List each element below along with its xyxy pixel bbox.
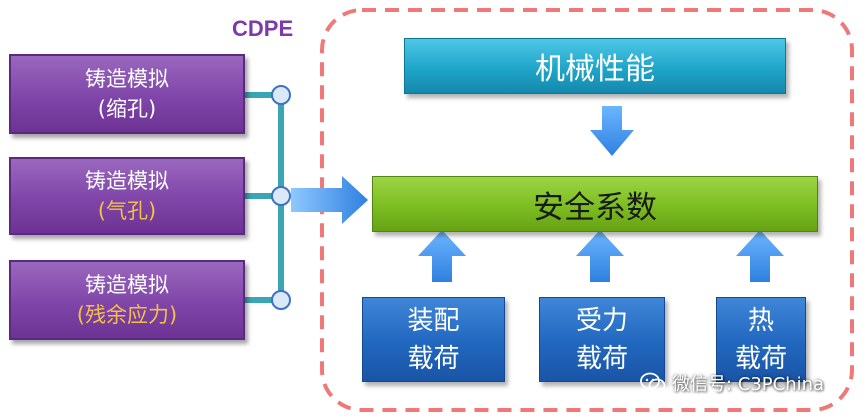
box-subtitle: (残余应力) (76, 303, 178, 327)
load-line1: 受力 (575, 305, 628, 336)
load-line1: 装配 (407, 305, 460, 336)
arrow-mechanical-to-safety (590, 106, 634, 156)
casting-sim-residual-stress-box: 铸造模拟 (残余应力) (9, 260, 245, 340)
wechat-icon (640, 372, 666, 393)
connector-node-1 (271, 85, 291, 105)
box-subtitle: (缩孔) (97, 97, 157, 121)
arrow-thermal-load-up (736, 230, 784, 282)
box-title: 铸造模拟 (85, 67, 169, 91)
box-subtitle: (气孔) (97, 199, 157, 223)
load-line2: 载荷 (734, 343, 787, 374)
arrow-assembly-load-up (418, 230, 466, 282)
arrow-to-safety-factor (291, 176, 368, 224)
connector-node-2 (271, 186, 291, 206)
assembly-load-box: 装配 载荷 (362, 297, 505, 382)
safety-factor-box: 安全系数 (372, 176, 818, 232)
mechanical-properties-box: 机械性能 (404, 38, 786, 94)
cdpe-label: CDPE (232, 16, 294, 41)
load-line2: 载荷 (407, 343, 460, 374)
arrow-force-load-up (576, 230, 624, 282)
thermal-load-box: 热 载荷 (716, 297, 806, 382)
safety-factor-label: 安全系数 (533, 189, 657, 226)
watermark-text: 微信号: C3PChina (672, 374, 825, 395)
force-load-box: 受力 载荷 (539, 297, 665, 382)
wechat-watermark: 微信号: C3PChina (640, 370, 824, 396)
connector-node-3 (271, 290, 291, 310)
load-line1: 热 (747, 305, 774, 336)
casting-sim-porosity-box: 铸造模拟 (气孔) (9, 157, 245, 235)
mechanical-properties-label: 机械性能 (535, 52, 655, 87)
load-line2: 载荷 (575, 343, 628, 374)
box-title: 铸造模拟 (85, 169, 169, 193)
casting-sim-shrinkage-box: 铸造模拟 (缩孔) (9, 54, 245, 134)
box-title: 铸造模拟 (85, 273, 169, 297)
